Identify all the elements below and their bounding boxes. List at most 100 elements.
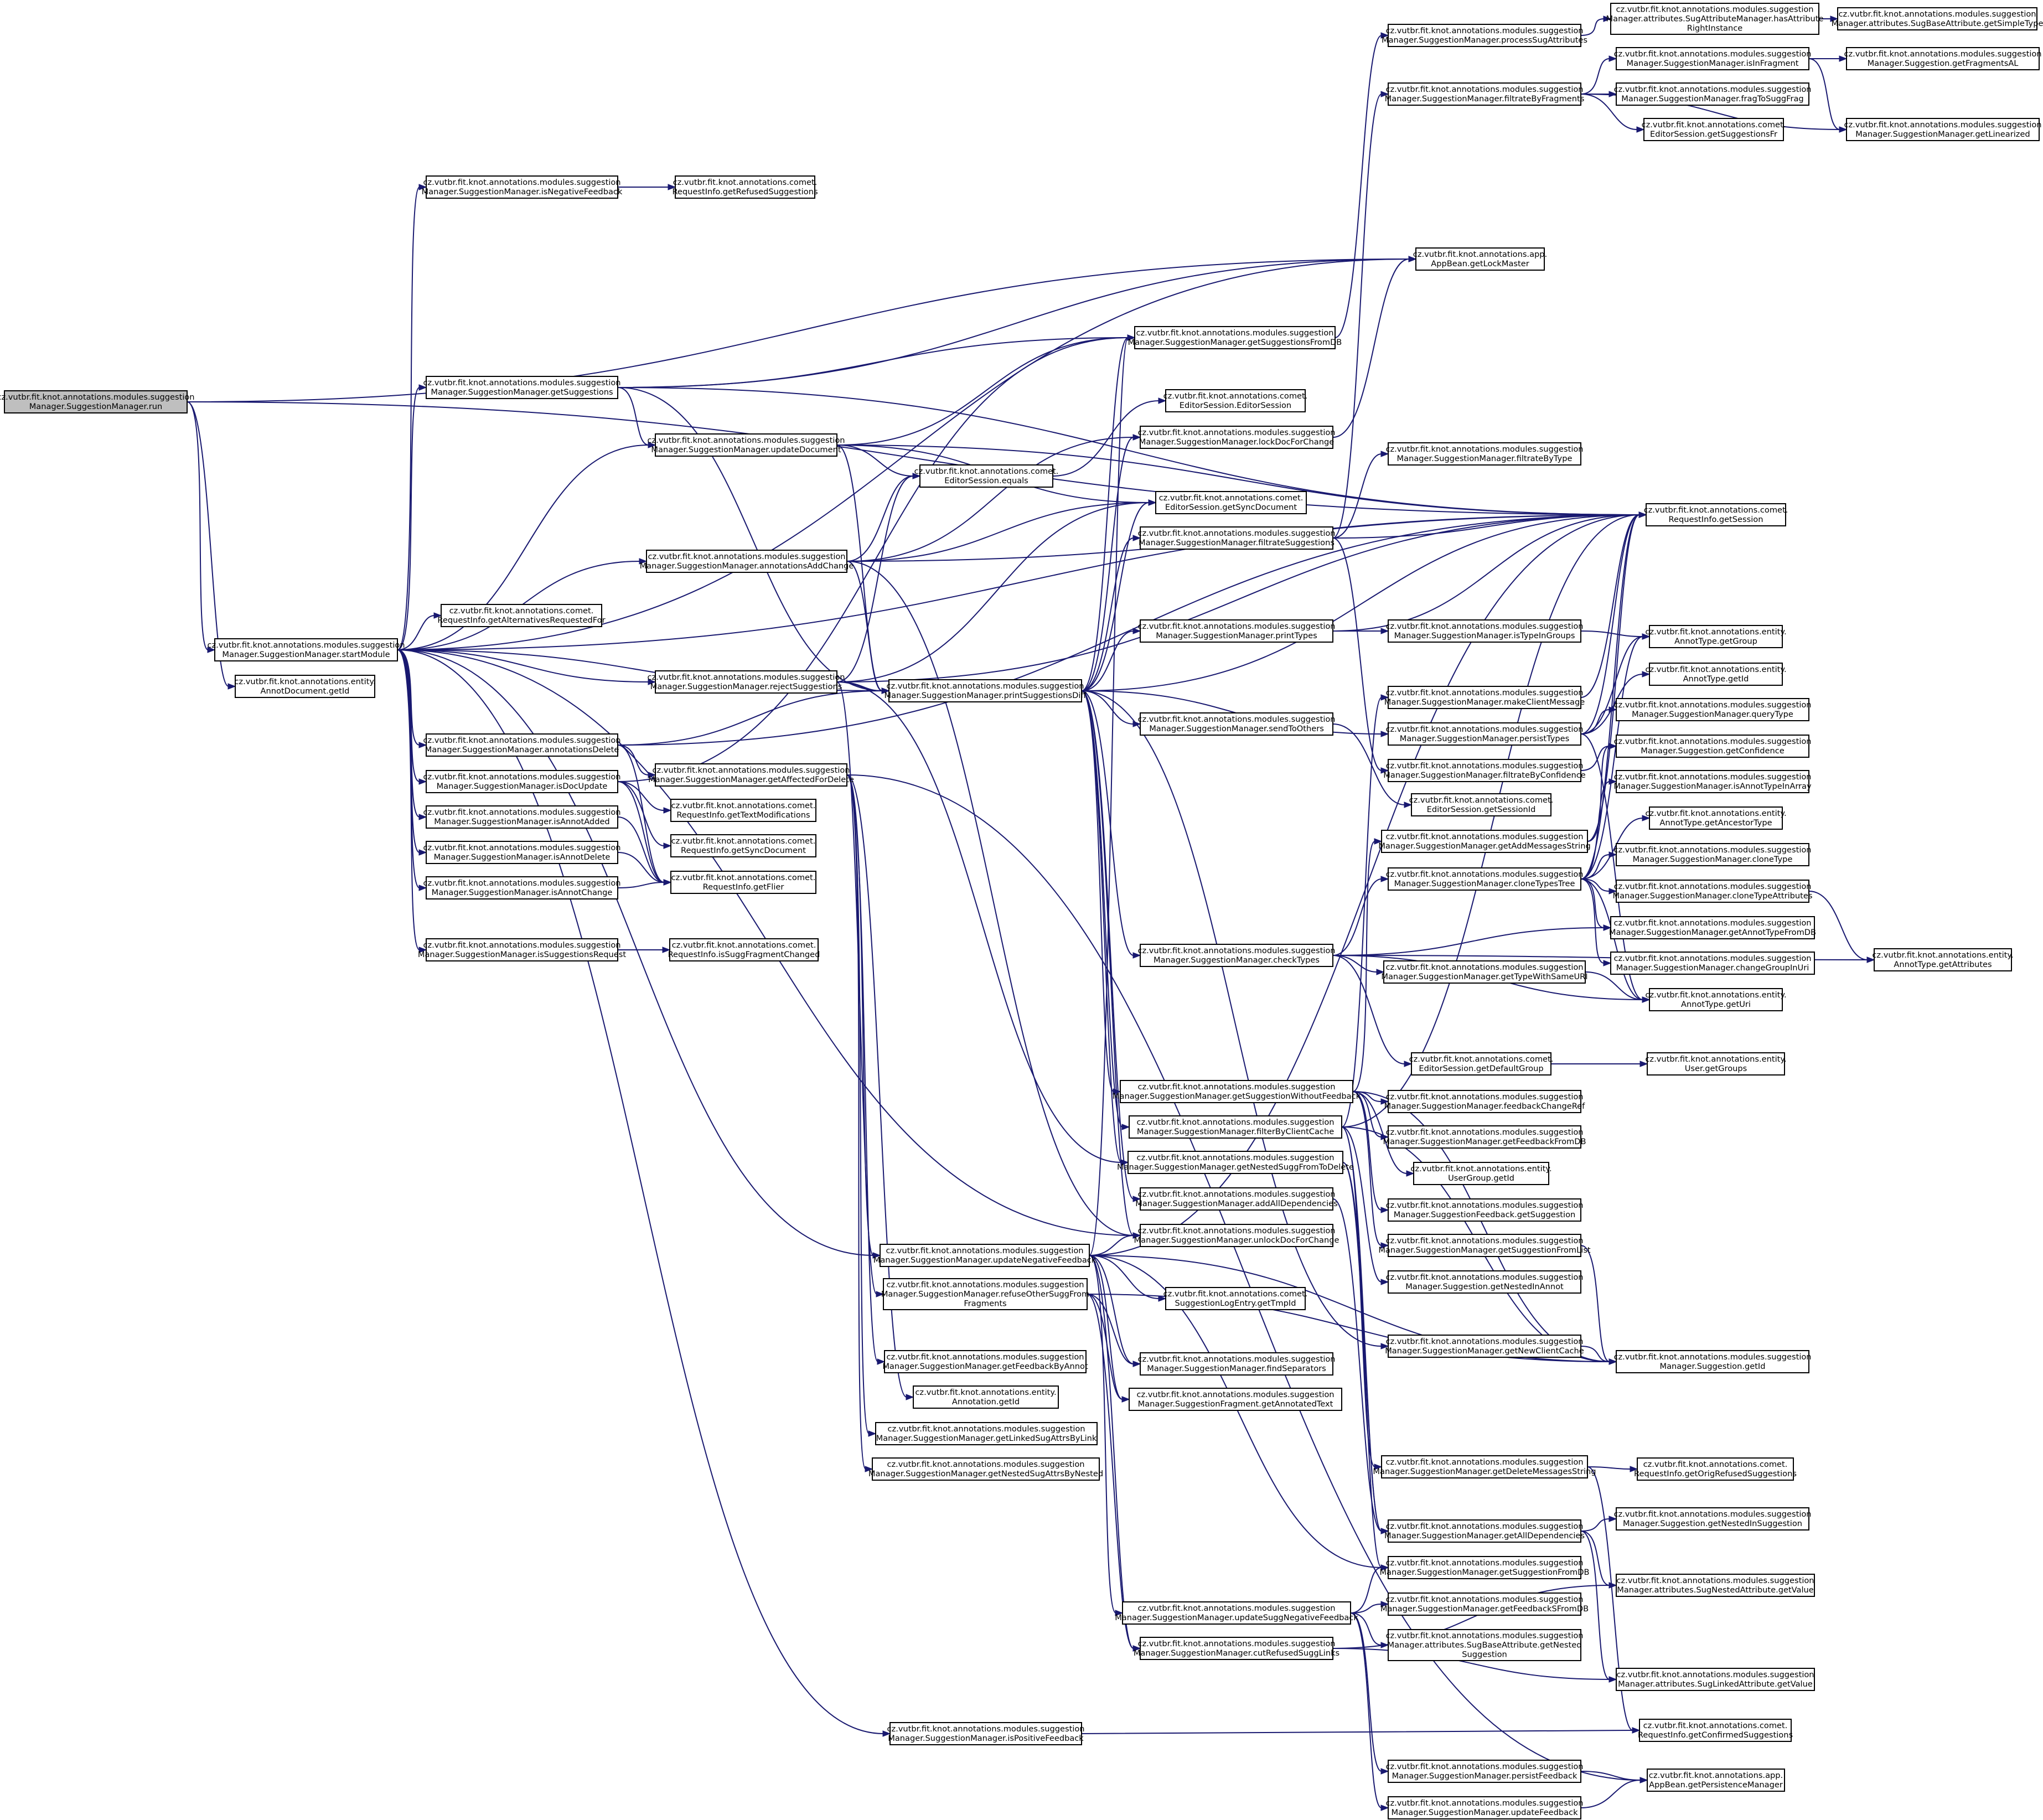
node-queryType[interactable]: cz.vutbr.fit.knot.annotations.modules.su… (1613, 698, 1812, 721)
node-getRefusedSuggestions[interactable]: cz.vutbr.fit.knot.annotations.comet.Requ… (672, 175, 818, 199)
node-getAnnotatedText[interactable]: cz.vutbr.fit.knot.annotations.modules.su… (1129, 1388, 1342, 1411)
node-getTextModifications[interactable]: cz.vutbr.fit.knot.annotations.comet.Requ… (670, 799, 816, 822)
node-getAncestorType[interactable]: cz.vutbr.fit.knot.annotations.entity.Ann… (1645, 806, 1787, 830)
node-fragToSuggFrag[interactable]: cz.vutbr.fit.knot.annotations.modules.su… (1613, 82, 1812, 106)
node-run[interactable]: cz.vutbr.fit.knot.annotations.modules.su… (0, 390, 195, 413)
node-getSuggestionFromDB[interactable]: cz.vutbr.fit.knot.annotations.modules.su… (1379, 1556, 1590, 1579)
node-getOrigRefusedSuggestions[interactable]: cz.vutbr.fit.knot.annotations.comet.Requ… (1634, 1457, 1797, 1481)
node-getDefaultGroup[interactable]: cz.vutbr.fit.knot.annotations.comet.Edit… (1409, 1052, 1554, 1076)
node-isDocUpdate[interactable]: cz.vutbr.fit.knot.annotations.modules.su… (423, 770, 621, 793)
node-processSugAttributes[interactable]: cz.vutbr.fit.knot.annotations.modules.su… (1382, 24, 1587, 47)
node-getSuggestionFromList[interactable]: cz.vutbr.fit.knot.annotations.modules.su… (1378, 1234, 1591, 1257)
node-getFragmentsAL[interactable]: cz.vutbr.fit.knot.annotations.modules.su… (1844, 47, 2042, 70)
node-editorSessionCtor[interactable]: cz.vutbr.fit.knot.annotations.comet.Edit… (1163, 389, 1308, 412)
node-reqGetSession[interactable]: cz.vutbr.fit.knot.annotations.comet.Requ… (1644, 503, 1788, 526)
node-updateNegativeFeedback[interactable]: cz.vutbr.fit.knot.annotations.modules.su… (873, 1244, 1097, 1267)
node-checkTypes[interactable]: cz.vutbr.fit.knot.annotations.modules.su… (1137, 944, 1336, 967)
node-hasAttributeRightInstance[interactable]: cz.vutbr.fit.knot.annotations.modules.su… (1606, 3, 1824, 35)
node-updateDocument[interactable]: cz.vutbr.fit.knot.annotations.modules.su… (647, 433, 845, 457)
node-sugLinkedGetValue[interactable]: cz.vutbr.fit.knot.annotations.modules.su… (1616, 1668, 1815, 1691)
node-cutRefusedSuggLinks[interactable]: cz.vutbr.fit.knot.annotations.modules.su… (1134, 1637, 1339, 1660)
node-feedbackChangeRef[interactable]: cz.vutbr.fit.knot.annotations.modules.su… (1384, 1090, 1585, 1113)
node-addAllDependencies[interactable]: cz.vutbr.fit.knot.annotations.modules.su… (1135, 1187, 1338, 1211)
node-annotTypeGetUri[interactable]: cz.vutbr.fit.knot.annotations.entity.Ann… (1645, 988, 1787, 1011)
node-getTmpId[interactable]: cz.vutbr.fit.knot.annotations.comet.Sugg… (1163, 1287, 1308, 1310)
node-annotTypeGetGroup[interactable]: cz.vutbr.fit.knot.annotations.entity.Ann… (1645, 625, 1787, 648)
node-reqGetFlier[interactable]: cz.vutbr.fit.knot.annotations.comet.Requ… (670, 871, 816, 894)
node-isInFragment[interactable]: cz.vutbr.fit.knot.annotations.modules.su… (1613, 47, 1812, 70)
node-sugBaseGetNestedSuggestion[interactable]: cz.vutbr.fit.knot.annotations.modules.su… (1385, 1629, 1584, 1661)
node-updateSuggNegativeFeedback[interactable]: cz.vutbr.fit.knot.annotations.modules.su… (1115, 1601, 1358, 1625)
node-refuseOtherSuggFromFragments[interactable]: cz.vutbr.fit.knot.annotations.modules.su… (881, 1278, 1089, 1310)
node-cloneType[interactable]: cz.vutbr.fit.knot.annotations.modules.su… (1613, 843, 1812, 866)
node-isAnnotAdded[interactable]: cz.vutbr.fit.knot.annotations.modules.su… (423, 805, 621, 829)
node-makeClientMessage[interactable]: cz.vutbr.fit.knot.annotations.modules.su… (1384, 686, 1585, 709)
node-getLockMaster[interactable]: cz.vutbr.fit.knot.annotations.app.AppBea… (1413, 247, 1547, 271)
node-sendToOthers[interactable]: cz.vutbr.fit.knot.annotations.modules.su… (1137, 712, 1336, 736)
node-updateFeedback[interactable]: cz.vutbr.fit.knot.annotations.modules.su… (1385, 1796, 1584, 1819)
node-persistFeedback[interactable]: cz.vutbr.fit.knot.annotations.modules.su… (1385, 1760, 1584, 1783)
node-cloneTypesTree[interactable]: cz.vutbr.fit.knot.annotations.modules.su… (1385, 867, 1584, 891)
node-printTypes[interactable]: cz.vutbr.fit.knot.annotations.modules.su… (1137, 619, 1336, 643)
node-suggestionGetConfidence[interactable]: cz.vutbr.fit.knot.annotations.modules.su… (1613, 735, 1812, 758)
node-changeGroupInUri[interactable]: cz.vutbr.fit.knot.annotations.modules.su… (1610, 952, 1815, 975)
node-isSuggFragmentChanged[interactable]: cz.vutbr.fit.knot.annotations.comet.Requ… (668, 938, 820, 961)
node-isPositiveFeedback[interactable]: cz.vutbr.fit.knot.annotations.modules.su… (887, 1722, 1085, 1745)
node-getSuggestionsFr[interactable]: cz.vutbr.fit.knot.annotations.comet.Edit… (1642, 118, 1786, 141)
node-annotDocGetId[interactable]: cz.vutbr.fit.knot.annotations.entity.Ann… (234, 675, 376, 698)
node-getNestedInSuggestion[interactable]: cz.vutbr.fit.knot.annotations.modules.su… (1613, 1507, 1812, 1531)
node-isAnnotChange[interactable]: cz.vutbr.fit.knot.annotations.modules.su… (423, 876, 621, 899)
node-isNegativeFeedback[interactable]: cz.vutbr.fit.knot.annotations.modules.su… (422, 175, 623, 199)
node-persistTypes[interactable]: cz.vutbr.fit.knot.annotations.modules.su… (1385, 722, 1584, 746)
node-getSimpleType[interactable]: cz.vutbr.fit.knot.annotations.modules.su… (1832, 7, 2043, 30)
node-filterByClientCache[interactable]: cz.vutbr.fit.knot.annotations.modules.su… (1129, 1115, 1342, 1139)
node-isAnnotDelete[interactable]: cz.vutbr.fit.knot.annotations.modules.su… (423, 841, 621, 864)
node-getDeleteMessagesString[interactable]: cz.vutbr.fit.knot.annotations.modules.su… (1373, 1455, 1596, 1478)
node-getSuggestionWithoutFeedback[interactable]: cz.vutbr.fit.knot.annotations.modules.su… (1113, 1080, 1361, 1103)
node-getLinearized[interactable]: cz.vutbr.fit.knot.annotations.modules.su… (1844, 118, 2042, 141)
node-isTypeInGroups[interactable]: cz.vutbr.fit.knot.annotations.modules.su… (1385, 619, 1584, 643)
node-getAddMessagesString[interactable]: cz.vutbr.fit.knot.annotations.modules.su… (1378, 830, 1591, 853)
node-annotationsAddChange[interactable]: cz.vutbr.fit.knot.annotations.modules.su… (640, 550, 854, 573)
node-getNestedSugAttrsByNested[interactable]: cz.vutbr.fit.knot.annotations.modules.su… (868, 1457, 1103, 1481)
node-lockDocForChange[interactable]: cz.vutbr.fit.knot.annotations.modules.su… (1137, 426, 1336, 449)
node-getFeedbackSFromDB[interactable]: cz.vutbr.fit.knot.annotations.modules.su… (1380, 1593, 1589, 1616)
node-getAllDependencies[interactable]: cz.vutbr.fit.knot.annotations.modules.su… (1384, 1519, 1585, 1543)
node-userGetGroups[interactable]: cz.vutbr.fit.knot.annotations.entity.Use… (1645, 1052, 1787, 1076)
node-esGetSyncDocument[interactable]: cz.vutbr.fit.knot.annotations.comet.Edit… (1155, 491, 1307, 514)
node-getPersistenceManager[interactable]: cz.vutbr.fit.knot.annotations.app.AppBea… (1647, 1769, 1785, 1792)
node-getAffectedForDelete[interactable]: cz.vutbr.fit.knot.annotations.modules.su… (648, 763, 854, 787)
node-filtrateByFragments[interactable]: cz.vutbr.fit.knot.annotations.modules.su… (1385, 82, 1585, 106)
node-getLinkedSugAttrsByLink[interactable]: cz.vutbr.fit.knot.annotations.modules.su… (875, 1422, 1098, 1445)
node-feedbackGetSuggestion[interactable]: cz.vutbr.fit.knot.annotations.modules.su… (1385, 1198, 1584, 1222)
node-reqGetSyncDocument[interactable]: cz.vutbr.fit.knot.annotations.comet.Requ… (670, 834, 816, 857)
node-getNestedSuggFromToDelete[interactable]: cz.vutbr.fit.knot.annotations.modules.su… (1117, 1151, 1354, 1174)
node-filtrateSuggestions[interactable]: cz.vutbr.fit.knot.annotations.modules.su… (1137, 526, 1336, 550)
node-sugNestedGetValue[interactable]: cz.vutbr.fit.knot.annotations.modules.su… (1616, 1574, 1815, 1597)
node-getNewClientCache[interactable]: cz.vutbr.fit.knot.annotations.modules.su… (1385, 1335, 1584, 1358)
node-getSuggestionsFromDB[interactable]: cz.vutbr.fit.knot.annotations.modules.su… (1128, 326, 1342, 349)
node-printSuggestionsDiff[interactable]: cz.vutbr.fit.knot.annotations.modules.su… (885, 679, 1087, 702)
node-cloneTypeAttributes[interactable]: cz.vutbr.fit.knot.annotations.modules.su… (1613, 880, 1813, 903)
node-annotationsDelete[interactable]: cz.vutbr.fit.knot.annotations.modules.su… (423, 733, 621, 757)
node-getAlternativesRequestedFor[interactable]: cz.vutbr.fit.knot.annotations.comet.Requ… (437, 604, 606, 627)
node-annotTypeGetId[interactable]: cz.vutbr.fit.knot.annotations.entity.Ann… (1645, 663, 1787, 686)
node-unlockDocForChange[interactable]: cz.vutbr.fit.knot.annotations.modules.su… (1134, 1224, 1339, 1247)
node-filtrateByType[interactable]: cz.vutbr.fit.knot.annotations.modules.su… (1385, 442, 1584, 466)
node-isAnnotTypeInArray[interactable]: cz.vutbr.fit.knot.annotations.modules.su… (1613, 770, 1812, 793)
node-findSeparators[interactable]: cz.vutbr.fit.knot.annotations.modules.su… (1137, 1352, 1336, 1376)
node-userGroupGetId[interactable]: cz.vutbr.fit.knot.annotations.entity.Use… (1410, 1162, 1552, 1185)
node-getFeedbackFromDB[interactable]: cz.vutbr.fit.knot.annotations.modules.su… (1383, 1125, 1586, 1149)
node-startModule[interactable]: cz.vutbr.fit.knot.annotations.modules.su… (207, 638, 405, 661)
node-getAttributes[interactable]: cz.vutbr.fit.knot.annotations.entity.Ann… (1872, 948, 2014, 971)
node-rejectSuggestions[interactable]: cz.vutbr.fit.knot.annotations.modules.su… (647, 670, 845, 694)
node-filtrateByConfidence[interactable]: cz.vutbr.fit.knot.annotations.modules.su… (1383, 759, 1586, 782)
node-isSuggestionsRequest[interactable]: cz.vutbr.fit.knot.annotations.modules.su… (418, 938, 627, 961)
node-getTypeWithSameURI[interactable]: cz.vutbr.fit.knot.annotations.modules.su… (1381, 960, 1588, 984)
node-getNestedInAnnot[interactable]: cz.vutbr.fit.knot.annotations.modules.su… (1385, 1270, 1584, 1294)
node-getSuggestions[interactable]: cz.vutbr.fit.knot.annotations.modules.su… (423, 376, 621, 399)
node-editorSessionEquals[interactable]: cz.vutbr.fit.knot.annotations.comet.Edit… (914, 464, 1059, 488)
node-getAnnotTypeFromDB[interactable]: cz.vutbr.fit.knot.annotations.modules.su… (1609, 916, 1816, 939)
node-getConfirmedSuggestions[interactable]: cz.vutbr.fit.knot.annotations.comet.Requ… (1638, 1719, 1793, 1742)
node-getFeedbackByAnnot[interactable]: cz.vutbr.fit.knot.annotations.modules.su… (882, 1350, 1088, 1373)
